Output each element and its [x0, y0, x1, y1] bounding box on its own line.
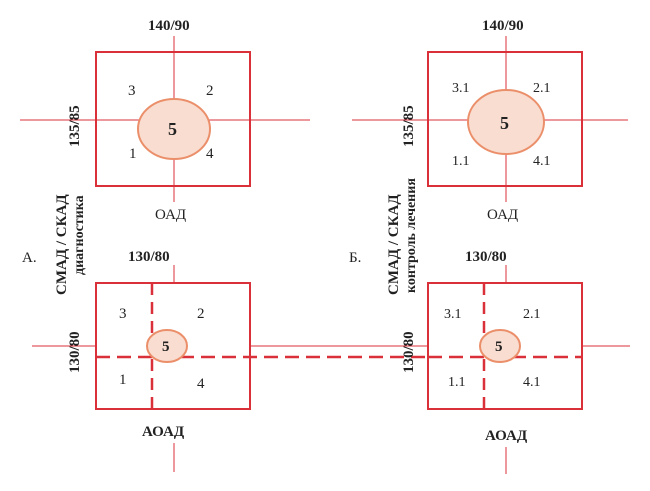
quadrant-frame: [95, 51, 251, 187]
quadrant-frame: [95, 282, 251, 410]
center-zone-label: 5: [500, 113, 509, 133]
panel-b: Б. СМАД / СКАД контроль лечения 5 3.1 2.…: [349, 18, 630, 474]
quadrant-label-top-right: 2.1: [533, 81, 551, 96]
bottom-axis-label: АОАД: [485, 428, 528, 444]
bottom-axis-label: АОАД: [142, 424, 185, 440]
bottom-axis-label: ОАД: [487, 207, 518, 223]
panel-b-side-label-top: СМАД / СКАД: [386, 194, 402, 295]
panel-b-side-label: СМАД / СКАД контроль лечения: [386, 178, 419, 295]
quadrant-label-bottom-right: 4: [206, 146, 214, 162]
center-zone-circle: [467, 89, 545, 155]
panel-a-side-label-top: СМАД / СКАД: [54, 194, 70, 295]
panel-b-label: Б.: [349, 250, 361, 266]
quadrant-label-bottom-right: 4: [197, 376, 205, 392]
center-zone-label: 5: [168, 119, 177, 139]
panel-b-top-diagram: 5 3.1 2.1 1.1 4.1 140/90 135/85 ОАД: [352, 18, 628, 223]
left-threshold-label: 135/85: [67, 105, 83, 147]
bottom-axis-label: ОАД: [155, 207, 186, 223]
left-threshold-label: 130/80: [67, 331, 83, 373]
panel-b-side-label-bottom: контроль лечения: [404, 178, 419, 293]
quadrant-label-bottom-left: 1.1: [452, 154, 470, 169]
top-threshold-label: 130/80: [128, 249, 170, 265]
panel-b-bottom-diagram: 5 3.1 2.1 1.1 4.1 130/80 130/80 АОАД: [401, 249, 630, 474]
top-threshold-label: 140/90: [148, 18, 190, 34]
panel-a-side-label-bottom: диагностика: [72, 195, 87, 275]
panel-a-side-label: СМАД / СКАД диагностика: [54, 194, 87, 295]
quadrant-label-top-right: 2: [197, 306, 205, 322]
center-zone-circle: [479, 329, 521, 363]
quadrant-label-top-right: 2.1: [523, 307, 541, 322]
quadrant-label-bottom-left: 1: [119, 372, 127, 388]
quadrant-label-top-left: 3.1: [444, 307, 462, 322]
left-threshold-label: 130/80: [401, 331, 417, 373]
center-zone-label: 5: [162, 339, 170, 355]
quadrant-label-top-left: 3: [128, 83, 136, 99]
left-threshold-label: 135/85: [401, 105, 417, 147]
panel-a-top-diagram: 5 3 2 1 4 140/90 135/85 ОАД: [20, 18, 310, 223]
quadrant-label-bottom-left: 1: [129, 146, 137, 162]
quadrant-frame: [427, 51, 583, 187]
panel-a-label: А.: [22, 250, 37, 266]
center-zone-circle: [137, 98, 211, 160]
quadrant-label-top-left: 3.1: [452, 81, 470, 96]
panel-a: А. СМАД / СКАД диагностика 5 3 2 1 4 140…: [20, 18, 428, 472]
quadrant-frame: [427, 282, 583, 410]
quadrant-label-bottom-right: 4.1: [533, 154, 551, 169]
quadrant-label-top-right: 2: [206, 83, 214, 99]
quadrant-label-top-left: 3: [119, 306, 127, 322]
top-threshold-label: 130/80: [465, 249, 507, 265]
center-zone-circle: [146, 329, 188, 363]
quadrant-label-bottom-right: 4.1: [523, 375, 541, 390]
quadrant-label-bottom-left: 1.1: [448, 375, 466, 390]
panel-a-bottom-diagram: 5 3 2 1 4 130/80 130/80 АОАД: [32, 249, 428, 472]
top-threshold-label: 140/90: [482, 18, 524, 34]
center-zone-label: 5: [495, 339, 503, 355]
